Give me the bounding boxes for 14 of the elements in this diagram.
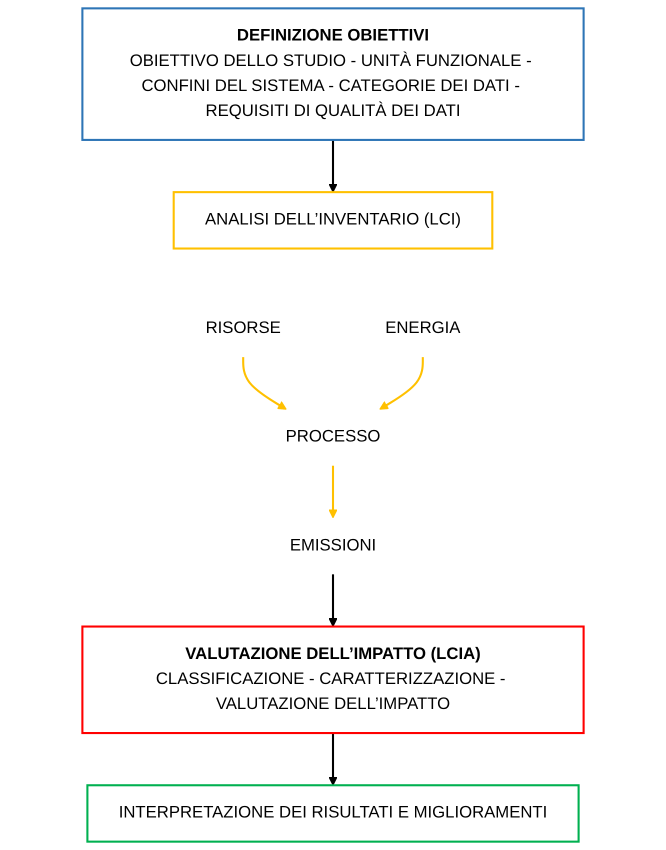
node-text: ENERGIA	[385, 320, 460, 338]
node-box: INTERPRETAZIONE DEI RISULTATI E MIGLIORAMENTI	[86, 784, 580, 843]
node-text: EMISSIONI	[290, 536, 376, 554]
arrow	[242, 357, 287, 410]
node-text: PROCESSO	[286, 428, 380, 446]
arrow	[328, 140, 338, 193]
node-box: DEFINIZIONE OBIETTIVI OBIETTIVO DELLO STUDIO - UNITÀ FUNZIONALE - CONFINI DEL SISTEMA - CATEGORIE DEI DATI - REQUISITI DI QUALITÀ DEI DATI	[81, 7, 585, 141]
arrow	[379, 357, 424, 410]
node-box: VALUTAZIONE DELL’IMPATTO (LCIA) CLASSIFICAZIONE - CARATTERIZZAZIONE - VALUTAZIONE DELL’IMPATTO	[81, 626, 585, 734]
node-box: ANALISI DELL’INVENTARIO (LCI)	[172, 191, 494, 250]
arrow	[328, 733, 338, 786]
node-text: RISORSE	[206, 320, 281, 338]
arrow	[328, 466, 338, 518]
arrow	[328, 574, 338, 627]
